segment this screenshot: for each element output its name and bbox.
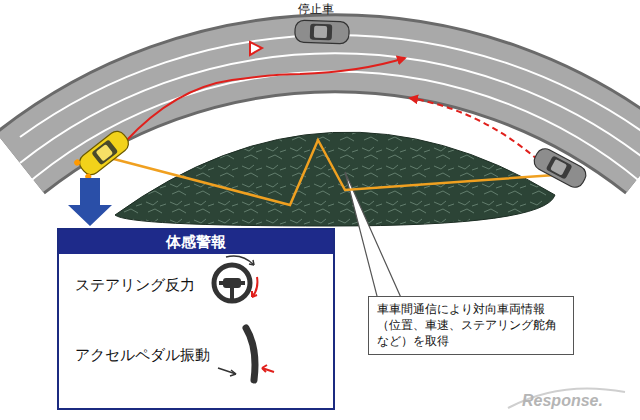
pedal-icon (218, 328, 274, 380)
avoid-path-arrow (125, 58, 405, 142)
oncoming-car (531, 146, 589, 191)
scene-part (91, 139, 118, 165)
steering-icon (214, 256, 257, 301)
scene-part (219, 281, 245, 285)
callout-text: 車車間通信により対向車両情報（位置、車速、ステアリング舵角など）を取得 (377, 301, 565, 349)
scene-part (76, 128, 132, 179)
own-car (73, 127, 133, 181)
scene-part (249, 260, 254, 265)
scene-part (96, 144, 114, 161)
warning-down-arrow (68, 178, 112, 226)
scene-part (550, 159, 567, 176)
panel-ground (57, 228, 335, 410)
scene-part (214, 265, 250, 301)
callout-box: 車車間通信により対向車両情報（位置、車速、ステアリング舵角など）を取得 (368, 296, 574, 355)
scene-part (531, 146, 589, 191)
stopped-car (295, 20, 350, 44)
scene-part (230, 287, 234, 299)
callout-leader (345, 172, 402, 300)
item-label: ステアリング反力 (75, 276, 195, 295)
v2v-signal-line (110, 140, 555, 205)
watermark: Response. (522, 392, 603, 410)
scene-part (546, 155, 573, 179)
scene-part (246, 328, 255, 380)
scene-part (73, 158, 81, 166)
scene-part (226, 256, 254, 265)
scene-part (262, 365, 267, 372)
scene-part (295, 20, 350, 44)
oncoming-path-arrow (410, 98, 538, 160)
scene-part (252, 277, 257, 297)
scene-part (230, 370, 236, 376)
warning-triangle (250, 42, 262, 55)
warning-panel: 体感警報ステアリング反力アクセルペダル振動 (57, 228, 335, 410)
scene-part (314, 26, 327, 38)
scene-part (252, 291, 257, 297)
stopped-car-label: 停止車 (298, 1, 334, 18)
panel-heading: 体感警報 (59, 230, 333, 254)
item-label: アクセルペダル振動 (75, 346, 210, 365)
scene-part (310, 24, 333, 41)
